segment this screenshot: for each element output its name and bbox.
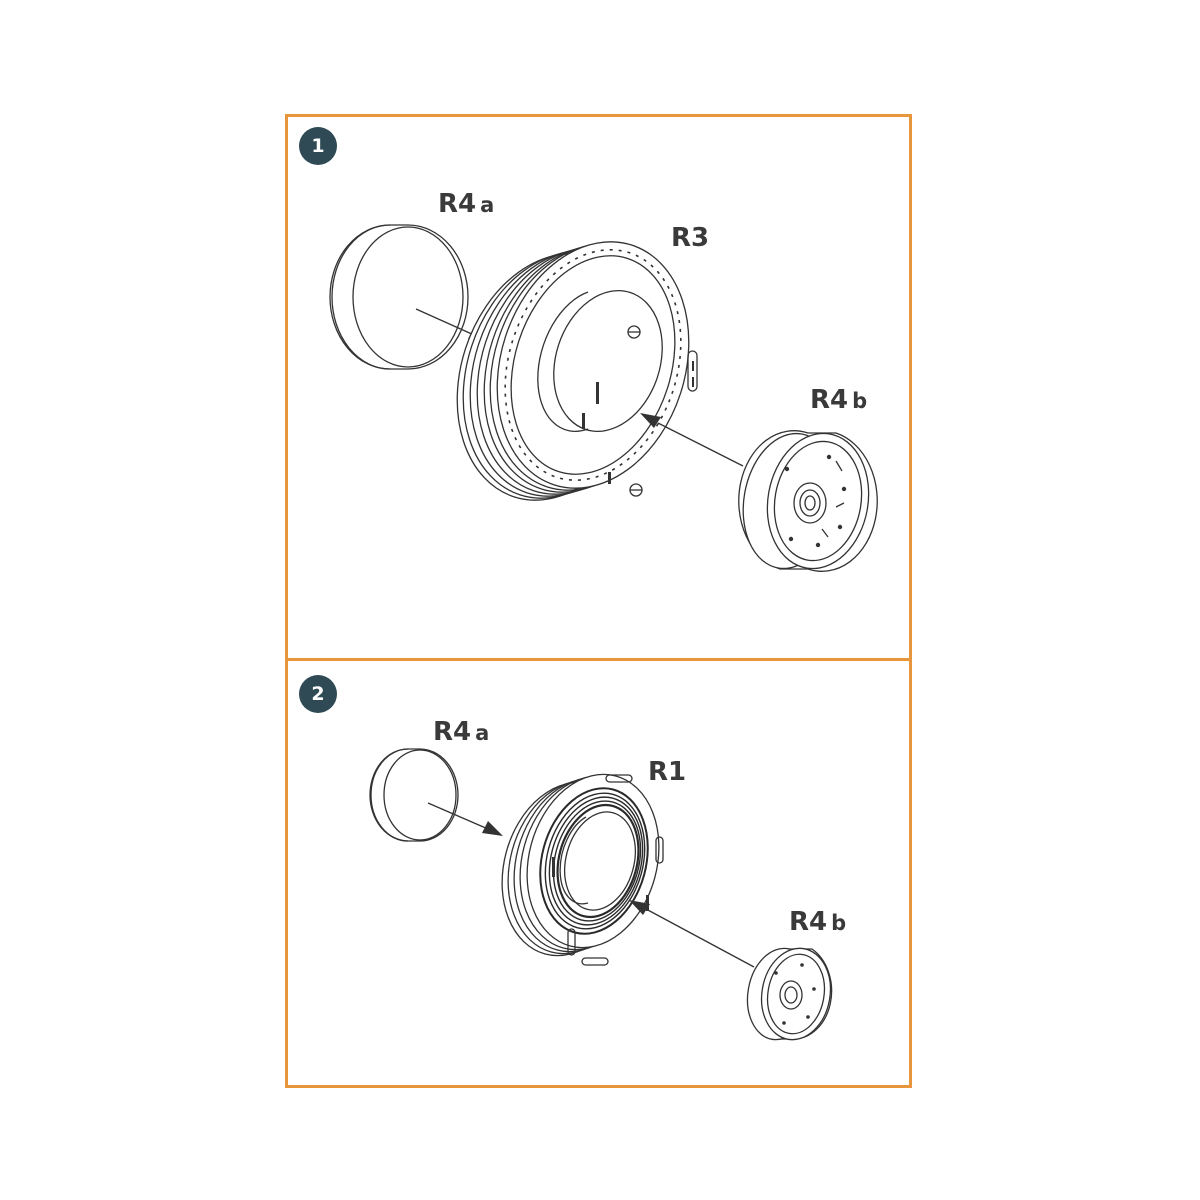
- step-2-cap-r4a: [369, 748, 459, 842]
- step-2-arrow-cap: [427, 802, 503, 836]
- step-2-hub-r4b: [746, 947, 833, 1041]
- step-1-arrow-hub: [640, 413, 744, 467]
- step-2-label-tire: R1: [648, 757, 687, 787]
- step-2-tire-r1: [501, 773, 664, 966]
- step-2-panel: 2: [285, 658, 912, 1088]
- step-2-badge: 2: [299, 675, 337, 713]
- step-1-panel: 1: [285, 114, 912, 661]
- step-1-drawing: [329, 224, 878, 572]
- step-1-badge: 1: [299, 127, 337, 165]
- step-1-cap-r4a: [329, 224, 469, 370]
- step-1-tire-r3: [456, 241, 698, 501]
- step-1-hub-r4b: [738, 430, 878, 572]
- step-2-drawing: [369, 748, 833, 1041]
- step-2-arrow-hub: [629, 900, 755, 968]
- step-1-label-tire: R3: [671, 223, 710, 253]
